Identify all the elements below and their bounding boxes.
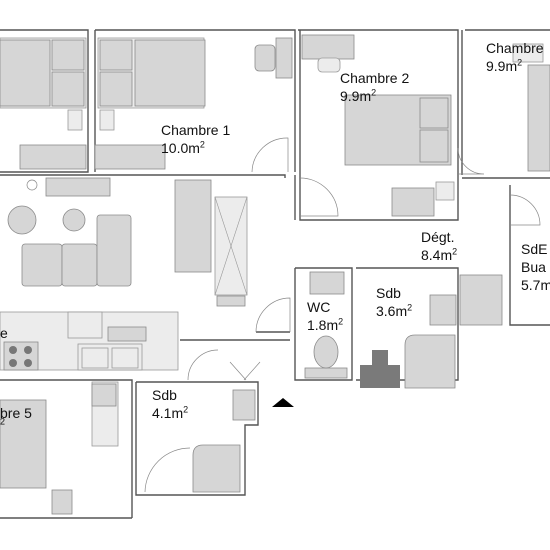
walls <box>0 29 550 519</box>
room-name: Dégt. <box>421 229 455 245</box>
chambre2-furniture <box>299 34 485 217</box>
room-name: Sdb <box>152 387 177 403</box>
area-unit: 2 <box>183 404 189 415</box>
sdb2-fixtures <box>144 389 256 493</box>
north-arrow-icon <box>272 398 294 407</box>
room-area: 5.7m <box>521 277 550 293</box>
kitchen <box>0 311 179 371</box>
sdb1-fixtures <box>360 294 457 389</box>
chambre1-furniture <box>0 37 293 173</box>
room-label-chambre1: Chambre 1 10.0m2 <box>161 121 230 157</box>
room-name: WC <box>307 299 331 315</box>
room-area: 3.6m <box>376 303 408 319</box>
room-name: e <box>0 325 8 341</box>
area-unit: 2 <box>199 139 205 150</box>
room-area: 1.8m <box>307 317 339 333</box>
area-unit: 2 <box>338 316 344 327</box>
room-label-chambre5: bre 5 2 <box>0 404 32 434</box>
room-area: 9.9m <box>340 88 372 104</box>
room-label-sdb2: Sdb 4.1m2 <box>152 386 188 422</box>
room-label-wc: WC 1.8m2 <box>307 298 343 334</box>
room-name: Chambre 1 <box>161 122 231 138</box>
room-area: 9.9m <box>486 58 518 74</box>
degagement <box>187 194 541 381</box>
room-area: 10.0m <box>161 140 200 156</box>
room-label-chambre3: Chambre 9.9m2 <box>486 39 544 75</box>
room-name: bre 5 <box>0 405 32 421</box>
room-name-extra: Bua <box>521 259 546 275</box>
room-area: 4.1m <box>152 405 184 421</box>
sejour-furniture <box>7 177 248 307</box>
area-unit: 2 <box>407 302 413 313</box>
room-label-degt: Dégt. 8.4m2 <box>421 228 457 264</box>
room-name: Sdb <box>376 285 401 301</box>
room-label-sejour: e <box>0 324 8 342</box>
area-unit: 2 <box>371 87 377 98</box>
area-unit: 2 <box>517 57 523 68</box>
room-label-sde: SdE Bua 5.7m <box>521 240 550 294</box>
area-unit: 2 <box>0 416 6 427</box>
wc-fixtures <box>304 271 348 379</box>
room-name: Chambre 2 <box>340 70 410 86</box>
chambre5-furniture <box>0 381 119 515</box>
room-label-chambre2: Chambre 2 9.9m2 <box>340 69 409 105</box>
room-label-sdb1: Sdb 3.6m2 <box>376 284 412 320</box>
chambre3-furniture <box>512 43 550 172</box>
room-area: 8.4m <box>421 247 453 263</box>
room-name: SdE <box>521 241 548 257</box>
area-unit: 2 <box>452 246 458 257</box>
room-name: Chambre <box>486 40 544 56</box>
